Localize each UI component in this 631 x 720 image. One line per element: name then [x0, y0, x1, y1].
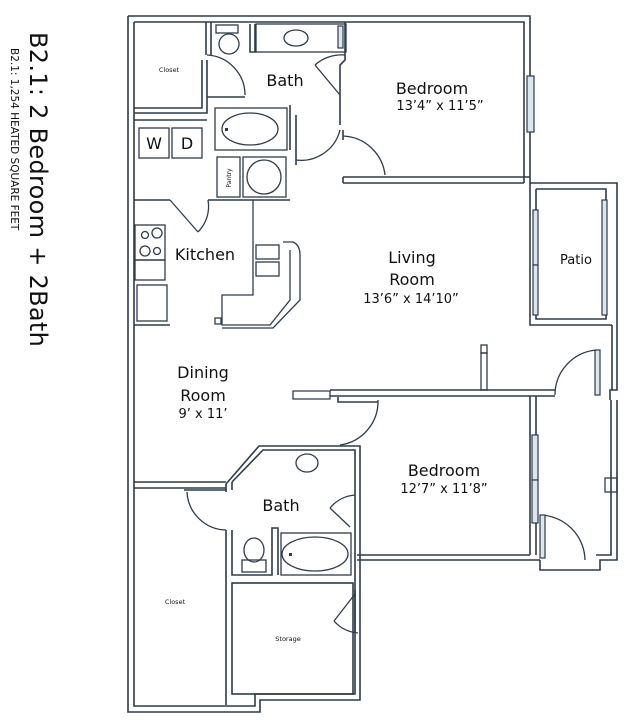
- patio-label: Patio: [560, 253, 592, 268]
- living-room: [330, 344, 555, 397]
- bath-bottom-label: Bath: [262, 496, 299, 515]
- washer-label: W: [146, 134, 162, 153]
- pantry-label: Pantry: [226, 168, 233, 188]
- living-room-label-2: Room: [389, 270, 435, 289]
- living-room-label-1: Living: [388, 248, 436, 267]
- dining-room-label-1: Dining: [177, 363, 229, 382]
- bedroom-top-label: Bedroom: [396, 79, 468, 98]
- pantry: [216, 156, 287, 198]
- outer-walls: [127, 15, 618, 713]
- dining-room: [292, 390, 379, 446]
- bedroom-top: [342, 75, 535, 184]
- dryer-label: D: [181, 134, 193, 153]
- bedroom-bottom-dims: 12’7” x 11’8”: [400, 482, 487, 497]
- laundry: [134, 119, 207, 159]
- dining-room-label-2: Room: [180, 386, 226, 405]
- bedroom-top-dims: 13’4” x 11’5”: [396, 99, 483, 114]
- bath-bottom: [134, 445, 361, 705]
- bedroom-bottom: [357, 396, 618, 561]
- kitchen: [134, 199, 301, 329]
- bath-top-label: Bath: [266, 71, 303, 90]
- storage-label: Storage: [275, 635, 300, 643]
- living-room-dims: 13’6” x 14’10”: [363, 292, 459, 307]
- bath-top: [205, 22, 347, 165]
- dining-room-dims: 9’ x 11’: [178, 407, 227, 422]
- closet-top: [134, 54, 246, 114]
- storage: [231, 582, 359, 695]
- closet-top-label: Closet: [159, 66, 180, 74]
- bedroom-bottom-label: Bedroom: [408, 461, 480, 480]
- closet-bottom-label: Closet: [165, 598, 186, 606]
- patio: [529, 183, 613, 396]
- kitchen-label: Kitchen: [175, 245, 235, 264]
